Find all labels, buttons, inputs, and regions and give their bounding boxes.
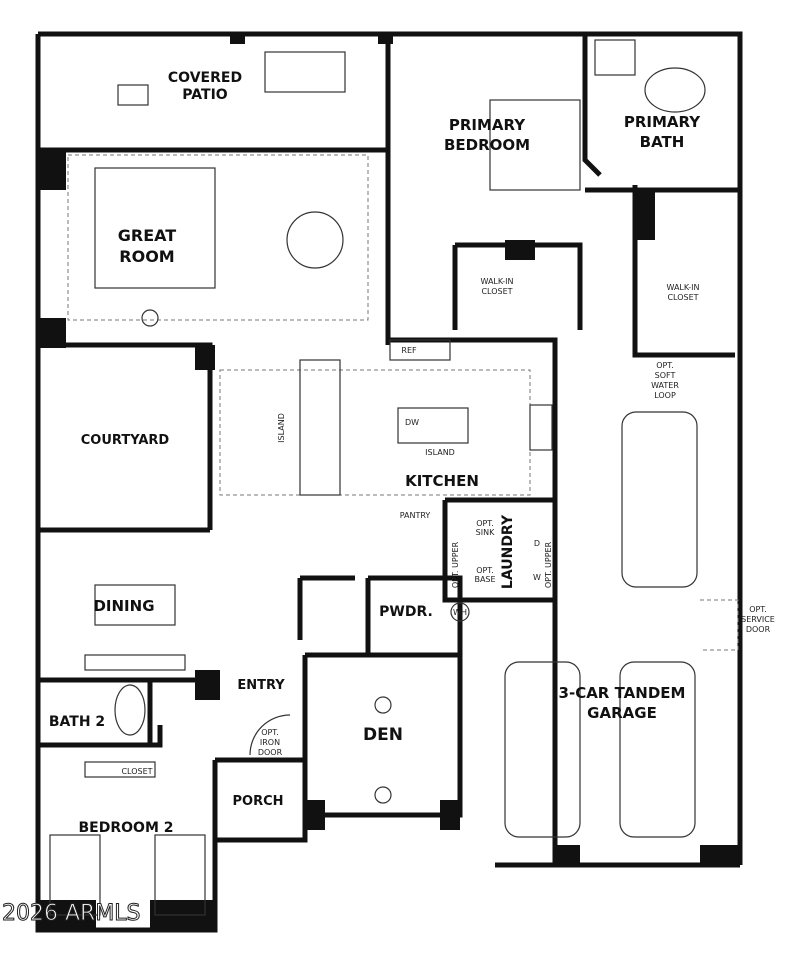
shower [594,39,636,76]
dw-label: DW [405,418,419,427]
washer-label: W [533,573,541,582]
opt-sink-label: OPT.SINK [476,519,495,537]
dryer-label: D [534,539,540,548]
twin-bed-2 [154,834,206,916]
fixture-labels: REF ISLAND ISLAND DW PANTRY OPT.SINK OPT… [258,346,775,757]
island-label: ISLAND [425,448,455,457]
patio-side-table [117,84,149,106]
room-porch: PORCH [232,794,283,809]
opt-upper-right-label: OPT. UPPER [544,541,553,588]
primary-bed [489,99,581,191]
twin-bed-1 [49,834,101,916]
wh-label: WH [453,608,467,617]
patio-table [264,51,346,93]
room-laundry: LAUNDRY [500,514,516,589]
closet-shelf [84,761,156,778]
room-pwdr: PWDR. [379,604,433,620]
room-entry: ENTRY [237,678,285,693]
ref-label: REF [401,346,417,355]
opt-upper-left-label: OPT. UPPER [451,541,460,588]
dining-table [94,584,176,626]
buffet [84,654,186,671]
iron-door-swing [249,714,291,756]
room-dining: DINING [93,597,154,615]
dining-table-round [286,211,344,269]
room-closet: CLOSET [121,767,152,776]
kitchen-island [397,407,469,444]
room-bedroom2: BEDROOM 2 [79,820,174,836]
room-den: DEN [363,725,403,745]
car-icon [621,411,698,588]
service-door-outline [700,599,739,651]
bathtub [114,684,146,736]
kitchen-ceiling-outline [219,369,531,496]
car-icon [504,661,581,838]
car-icon [619,661,696,838]
watermark: 2026 ARMLS [2,901,141,926]
room-bath2: BATH 2 [49,714,105,730]
room-kitchen: KITCHEN [405,472,479,490]
water-heater [450,602,470,622]
room-courtyard: COURTYARD [81,433,170,448]
cooktop [529,404,553,451]
primary-tub [644,67,706,113]
wall-blocks [36,34,740,930]
great-island [299,359,341,496]
great-room-ceiling-outline [67,154,369,321]
island-vertical-label: ISLAND [277,413,286,443]
pantry-label: PANTRY [400,511,431,520]
refrigerator [389,339,451,361]
opt-base-label: OPT.BASE [474,566,495,584]
sectional-sofa [94,167,216,289]
